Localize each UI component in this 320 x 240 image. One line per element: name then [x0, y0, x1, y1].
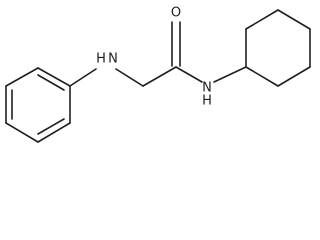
phenyl-bond-6 — [5, 67, 39, 87]
phenyl-to-nh-bond — [69, 68, 97, 87]
cyclohexyl-ring — [245, 9, 311, 87]
cyclohexyl-bond-5 — [277, 66, 311, 87]
phenyl-ring — [5, 67, 71, 143]
phenyl-double-bond-1 — [37, 74, 65, 91]
carbonyl-to-nh-bond — [175, 66, 203, 83]
backbone — [69, 21, 247, 87]
molecule-canvas: O H N N H — [5, 5, 311, 143]
phenyl-bond-4 — [5, 122, 39, 143]
cyclohexyl-bond-2 — [245, 9, 279, 30]
amine-hydrogen-label: H — [96, 52, 106, 67]
phenyl-bond-1 — [37, 67, 71, 87]
amine-nitrogen-label: N — [108, 52, 118, 67]
nh-to-cyclohexyl-bond — [213, 66, 247, 83]
cyclohexyl-bond-3 — [277, 9, 311, 30]
amide-nitrogen-label: N — [202, 81, 212, 96]
phenyl-double-bond-2 — [37, 118, 65, 135]
structure-diagram: O H N N H — [5, 6, 311, 143]
amide-hydrogen-label: H — [202, 94, 212, 109]
nh-to-ch2-bond — [115, 68, 144, 87]
phenyl-bond-3 — [37, 122, 71, 143]
cyclohexyl-bond-6 — [245, 66, 279, 87]
oxygen-label: O — [171, 6, 181, 21]
ch2-to-carbonyl-bond — [142, 66, 177, 87]
